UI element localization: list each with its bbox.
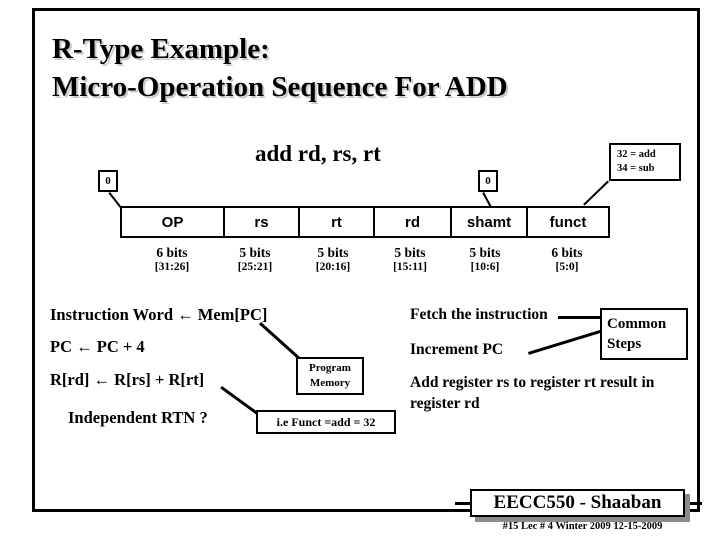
bit-annotation-rt: 5 bits [20:16] bbox=[303, 245, 363, 274]
bit-annotation-op: 6 bits [31:26] bbox=[142, 245, 202, 274]
explanation-increment: Increment PC bbox=[410, 341, 504, 358]
field-cell-shamt: shamt bbox=[452, 208, 528, 236]
bit-width-funct: 6 bits bbox=[551, 245, 583, 260]
program-memory-line-1: Program bbox=[309, 362, 351, 374]
footer-connector-left bbox=[455, 502, 471, 505]
rtn-line-fetch: Instruction Word ← Mem[PC] bbox=[50, 305, 268, 324]
bit-width-rs: 5 bits bbox=[239, 245, 271, 260]
rtn-question: Independent RTN ? bbox=[68, 408, 208, 427]
funct-value-note-box: i.e Funct =add = 32 bbox=[256, 410, 396, 434]
field-cell-rd: rd bbox=[375, 208, 452, 236]
page-title: R-Type Example: Micro-Operation Sequence… bbox=[52, 30, 672, 106]
funct-legend-add: 32 = add bbox=[617, 149, 656, 160]
title-line-1: R-Type Example: bbox=[52, 33, 270, 65]
funct-legend-sub: 34 = sub bbox=[617, 163, 655, 174]
rtn-line-add: R[rd] ← R[rs] + R[rt] bbox=[50, 370, 205, 389]
bit-annotation-rd: 5 bits [15:11] bbox=[380, 245, 440, 274]
field-cell-funct: funct bbox=[549, 213, 587, 231]
explanation-add: Add register rs to register rt result in… bbox=[410, 374, 655, 412]
program-memory-line-2: Memory bbox=[309, 377, 351, 389]
footer-connector-right bbox=[686, 502, 702, 505]
footer-caption: #15 Lec # 4 Winter 2009 12-15-2009 bbox=[502, 521, 663, 532]
bit-annotation-funct: 6 bits [5:0] bbox=[537, 245, 597, 274]
bit-range-rs: [25:21] bbox=[237, 261, 273, 273]
field-cell-op: OP bbox=[122, 208, 225, 236]
common-steps-line-1: Common bbox=[607, 316, 667, 332]
leader-line-common-steps-top bbox=[558, 316, 602, 319]
footer-course-banner: EECC550 - Shaaban bbox=[470, 489, 685, 517]
bit-width-shamt: 5 bits bbox=[469, 245, 501, 260]
shamt-zero-box: 0 bbox=[478, 170, 498, 192]
bit-annotation-shamt: 5 bits [10:6] bbox=[455, 245, 515, 274]
field-cell-rt: rt bbox=[300, 208, 375, 236]
bit-range-shamt: [10:6] bbox=[470, 261, 500, 273]
title-line-2: Micro-Operation Sequence For ADD bbox=[52, 71, 508, 103]
bit-range-op: [31:26] bbox=[154, 261, 190, 273]
program-memory-box: Program Memory bbox=[296, 357, 364, 395]
common-steps-box: Common Steps bbox=[600, 308, 688, 360]
funct-legend-box: 32 = add 34 = sub bbox=[609, 143, 681, 181]
bit-annotation-rs: 5 bits [25:21] bbox=[225, 245, 285, 274]
bit-width-op: 6 bits bbox=[156, 245, 188, 260]
rtn-line-increment: PC ← PC + 4 bbox=[50, 337, 145, 356]
bit-range-funct: [5:0] bbox=[555, 261, 579, 273]
field-cell-rs: rs bbox=[225, 208, 300, 236]
common-steps-line-2: Steps bbox=[607, 336, 642, 352]
bit-range-rd: [15:11] bbox=[393, 261, 427, 273]
instruction-mnemonic: add rd, rs, rt bbox=[255, 141, 381, 166]
bit-range-rt: [20:16] bbox=[315, 261, 351, 273]
slide-frame bbox=[32, 8, 700, 512]
instruction-format-table: OP rs rt rd shamt funct bbox=[120, 206, 610, 238]
bit-width-rd: 5 bits bbox=[394, 245, 426, 260]
opcode-zero-box: 0 bbox=[98, 170, 118, 192]
bit-width-rt: 5 bits bbox=[317, 245, 349, 260]
explanation-fetch: Fetch the instruction bbox=[410, 306, 548, 323]
bit-annotation-row: 6 bits [31:26] 5 bits [25:21] 5 bits [20… bbox=[120, 245, 620, 277]
